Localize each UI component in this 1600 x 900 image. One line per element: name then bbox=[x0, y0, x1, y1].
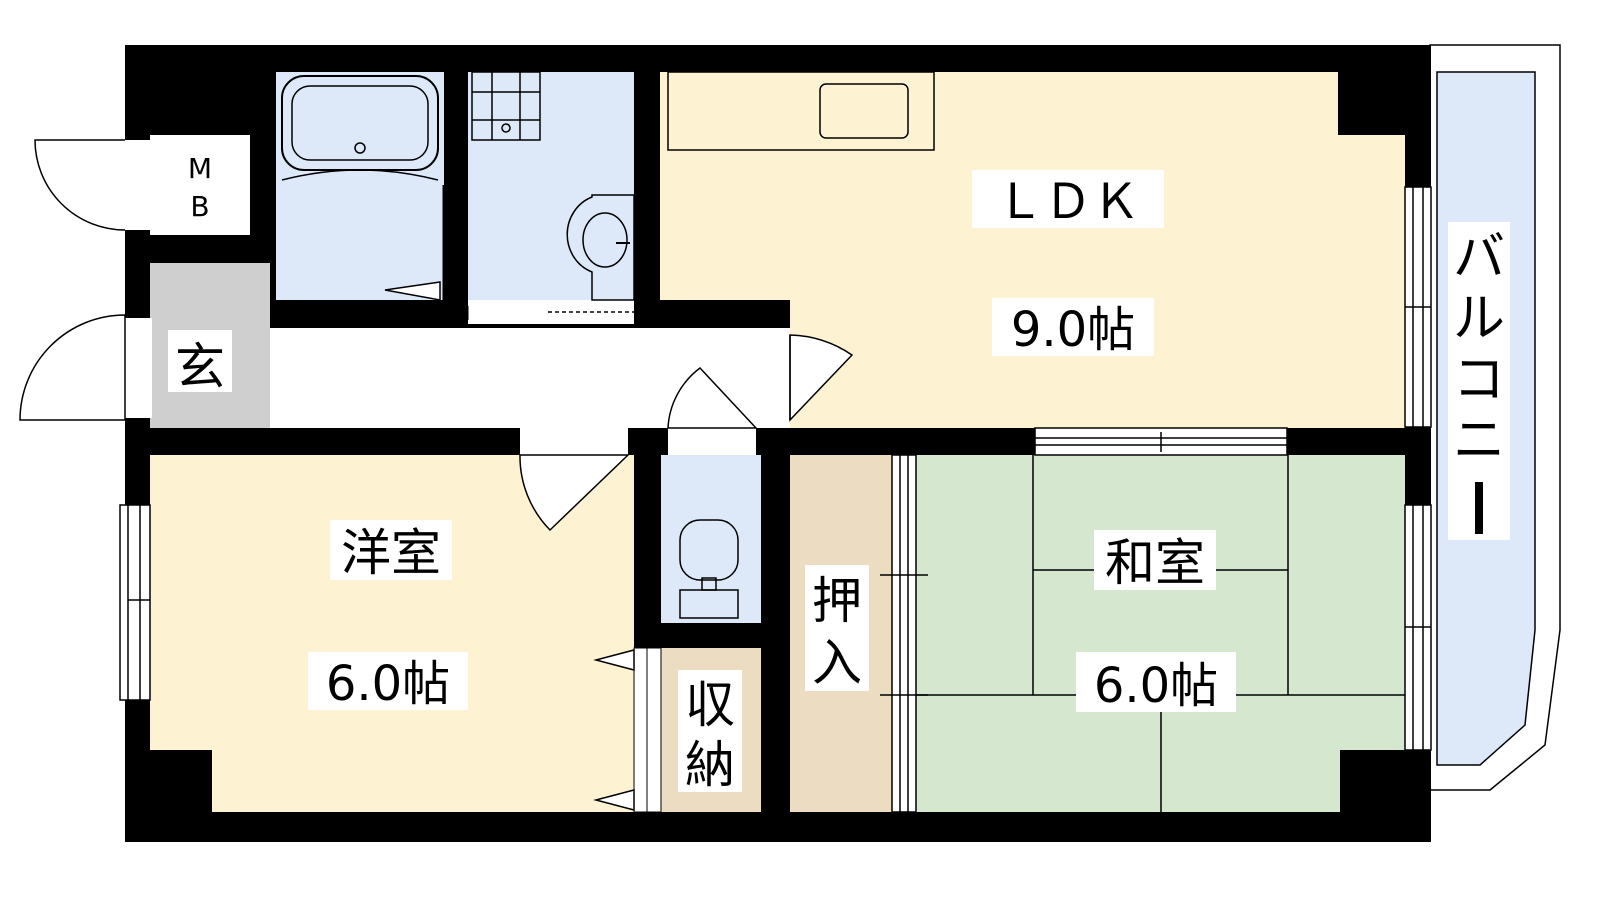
western-room-floor bbox=[150, 455, 634, 812]
mb-door-swing bbox=[34, 139, 126, 231]
oshiire-label-line1: 押 bbox=[812, 572, 862, 630]
bath-door-icon bbox=[384, 281, 441, 301]
washroom-floor bbox=[468, 72, 634, 300]
mb-label-line2: B bbox=[190, 190, 209, 223]
toilet-door-swing bbox=[667, 366, 758, 429]
ldk-door-swing bbox=[789, 334, 854, 422]
western-room-size: 6.0帖 bbox=[326, 656, 450, 712]
kitchen-counter-icon bbox=[667, 71, 935, 151]
bathroom-floor bbox=[276, 72, 444, 300]
western-window bbox=[119, 504, 151, 701]
mb-label-line1: M bbox=[188, 152, 212, 185]
balcony-char-2: ル bbox=[1453, 289, 1505, 349]
front-door-swing bbox=[19, 314, 126, 421]
balcony-char-3: コ bbox=[1453, 350, 1505, 410]
japanese-room-floor bbox=[916, 455, 1405, 812]
closet-label-line2: 納 bbox=[685, 736, 735, 794]
japanese-room-label: 和室 bbox=[1105, 534, 1205, 592]
oshiire-label-line2: 入 bbox=[812, 634, 862, 692]
western-door-swing bbox=[519, 454, 630, 532]
closet-label-line1: 収 bbox=[685, 676, 735, 734]
toilet-floor bbox=[661, 455, 761, 623]
entrance-label: 玄 bbox=[175, 338, 225, 396]
closet-door-icon-top bbox=[593, 649, 635, 671]
washing-machine-icon bbox=[471, 71, 541, 141]
toilet-icon bbox=[679, 519, 739, 581]
balcony-char-4: ニ bbox=[1453, 411, 1505, 471]
washbasin-icon bbox=[566, 194, 635, 301]
mb-space bbox=[150, 135, 250, 235]
balcony-char-5: ー bbox=[1479, 529, 1480, 531]
ldk-size: 9.0帖 bbox=[1011, 302, 1135, 358]
ldk-label: ＬＤＫ bbox=[996, 174, 1140, 230]
balcony-char-5-bar bbox=[1475, 482, 1483, 534]
japanese-room-size: 6.0帖 bbox=[1094, 658, 1218, 714]
kitchen-sink-icon bbox=[819, 83, 909, 139]
balcony-char-1: バ bbox=[1453, 228, 1505, 288]
western-room-label: 洋室 bbox=[341, 524, 441, 582]
closet-door-icon-bottom bbox=[593, 789, 635, 811]
hallway-floor bbox=[270, 328, 790, 428]
ldk-floor bbox=[660, 72, 1405, 428]
oshiire-sliding-door bbox=[891, 454, 917, 813]
